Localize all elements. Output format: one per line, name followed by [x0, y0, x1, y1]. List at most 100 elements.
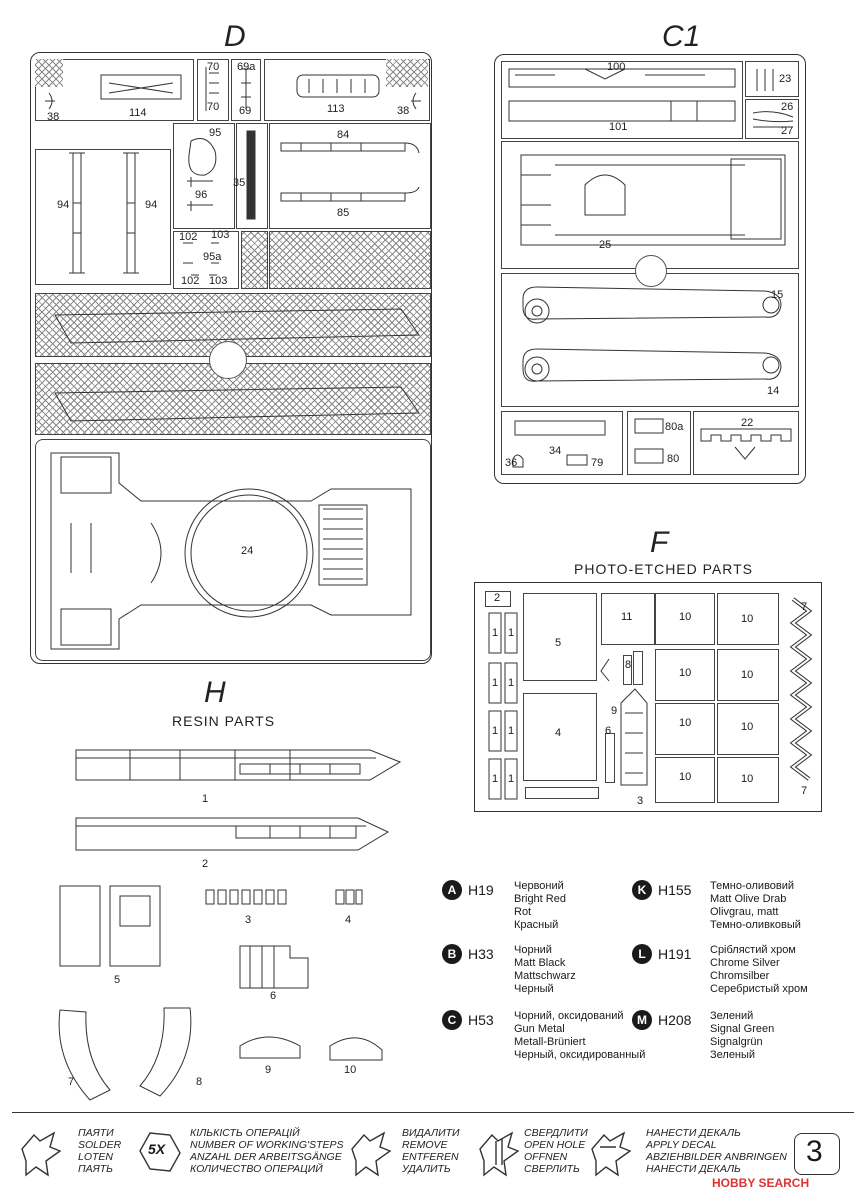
sprue-cell	[693, 411, 799, 475]
paint-name-en: Signal Green	[710, 1023, 775, 1035]
steps-badge: 5X	[148, 1141, 166, 1157]
paint-name-de: Chromsilber	[710, 970, 770, 982]
pe-part-10	[717, 649, 779, 701]
sprue-cell	[745, 61, 799, 97]
paint-letter-badge: C	[442, 1010, 462, 1030]
paint-letter-badge: M	[632, 1010, 652, 1030]
pe-label-1: 1	[492, 773, 499, 785]
sprue-cell	[627, 411, 691, 475]
legend-line: ANZAHL DER ARBEITSGÄNGE	[190, 1151, 342, 1163]
legend-line: REMOVE	[402, 1139, 448, 1151]
paint-code: H155	[658, 882, 692, 898]
pe-label-10: 10	[679, 717, 692, 729]
pe-label-10: 10	[741, 721, 754, 733]
legend-line: ABZIEHBILDER ANBRINGEN	[646, 1151, 787, 1163]
paint-letter-badge: A	[442, 880, 462, 900]
hatched-cell	[269, 231, 431, 289]
part-label-22: 22	[741, 417, 754, 429]
page-number: 3	[806, 1135, 823, 1168]
resin-parts-drawings	[58, 749, 402, 1101]
part-label-95a: 95a	[203, 251, 222, 263]
sprue-cell	[501, 61, 743, 139]
part-label-101: 101	[609, 121, 628, 133]
part-label-34: 34	[549, 445, 562, 457]
part-label-38: 38	[47, 111, 60, 123]
legend-line: СВЕРДЛИТИ	[524, 1127, 588, 1139]
pe-label-10: 10	[679, 771, 692, 783]
paint-a: A H19 Червоний Bright Red Rot Красный	[442, 880, 566, 932]
paint-code: H33	[468, 946, 494, 962]
paint-m: M H208 Зелений Signal Green Signalgrün З…	[632, 1010, 774, 1062]
part-label-100: 100	[607, 61, 626, 73]
paint-name-en: Bright Red	[514, 893, 566, 905]
sprue-cell	[501, 411, 623, 475]
pe-part-6	[605, 733, 615, 783]
legend-line: ПАЯТИ	[78, 1127, 114, 1139]
sprue-cell	[197, 59, 229, 121]
legend-line: ВИДАЛИТИ	[402, 1127, 460, 1139]
pe-label-1: 1	[492, 725, 499, 737]
part-label-94: 94	[57, 199, 70, 211]
paint-name-uk: Чорний, оксидований	[514, 1010, 624, 1022]
part-label-95: 95	[209, 127, 222, 139]
paint-name-en: Matt Olive Drab	[710, 893, 787, 905]
sheet-f-drawings	[488, 597, 813, 800]
paint-name-ru: Зеленый	[710, 1049, 756, 1061]
pe-part-10	[717, 593, 779, 645]
hatched-corner	[386, 59, 428, 87]
paint-name-de: Rot	[514, 906, 532, 918]
part-label-25: 25	[599, 239, 612, 251]
part-label-80a: 80a	[665, 421, 684, 433]
resin-label-7: 7	[68, 1076, 75, 1088]
sheet-c1-frame: 100 101 23 26 27 25 15 14 80a 22 34 36 7…	[494, 54, 806, 484]
resin-label-6: 6	[270, 990, 277, 1002]
pe-label-3: 3	[637, 795, 644, 807]
legend-line: КІЛЬКІСТЬ ОПЕРАЦІЙ	[190, 1127, 300, 1139]
part-label-103: 103	[211, 229, 230, 241]
paint-name-ru: Серебристый хром	[710, 983, 808, 995]
part-label-35: 35	[233, 177, 246, 189]
sprue-cell	[173, 123, 235, 229]
pe-part-10	[655, 593, 715, 645]
paint-name-de: Metall-Brüniert	[514, 1036, 586, 1048]
pe-label-7: 7	[801, 785, 808, 797]
pe-label-10: 10	[679, 611, 692, 623]
resin-label-5: 5	[114, 974, 121, 986]
part-label-23: 23	[779, 73, 792, 85]
part-label-26: 26	[781, 101, 794, 113]
part-label-114: 114	[129, 107, 147, 119]
pe-label-10: 10	[741, 669, 754, 681]
paint-letter-badge: L	[632, 944, 652, 964]
paint-name-ru: Черный	[514, 983, 554, 995]
page-number-box	[794, 1133, 840, 1175]
solder-icon	[21, 1131, 62, 1177]
paint-code: H19	[468, 882, 494, 898]
paint-name-ru: Красный	[514, 919, 559, 931]
part-label-15: 15	[771, 289, 784, 301]
paint-name-uk: Чорний	[514, 944, 552, 956]
paint-letter-badge: K	[632, 880, 652, 900]
drill-icon	[479, 1131, 520, 1177]
legend-drill-text: СВЕРДЛИТИ OPEN HOLE OFFNEN СВЕРЛИТЬ	[524, 1127, 588, 1175]
legend-line: НАНЕСТИ ДЕКАЛЬ	[646, 1127, 741, 1139]
pe-label-10: 10	[679, 667, 692, 679]
paint-name-en: Matt Black	[514, 957, 566, 969]
decal-icon	[591, 1131, 632, 1177]
paint-letter-badge: B	[442, 944, 462, 964]
legend-line: ПАЯТЬ	[78, 1163, 114, 1175]
part-label-113: 113	[327, 103, 345, 115]
part-label-102: 102	[181, 275, 200, 287]
pe-label-7: 7	[801, 601, 808, 613]
pe-part-4	[523, 693, 597, 781]
part-label-24: 24	[241, 545, 254, 557]
resin-label-8: 8	[196, 1076, 203, 1088]
hull-floor-cell	[35, 439, 431, 661]
sheet-d-letter: D	[224, 20, 246, 53]
pe-label-6: 6	[605, 725, 612, 737]
legend-icons	[21, 1131, 632, 1177]
part-label-96: 96	[195, 189, 208, 201]
sheet-d-frame: 38 114 70 70 69a 69 113 38 95 96 35 84 8…	[30, 52, 432, 664]
sprue-gate-hole	[635, 255, 667, 287]
legend-remove-text: ВИДАЛИТИ REMOVE ENTFEREN УДАЛИТЬ	[402, 1127, 460, 1175]
pe-label-9: 9	[611, 705, 618, 717]
